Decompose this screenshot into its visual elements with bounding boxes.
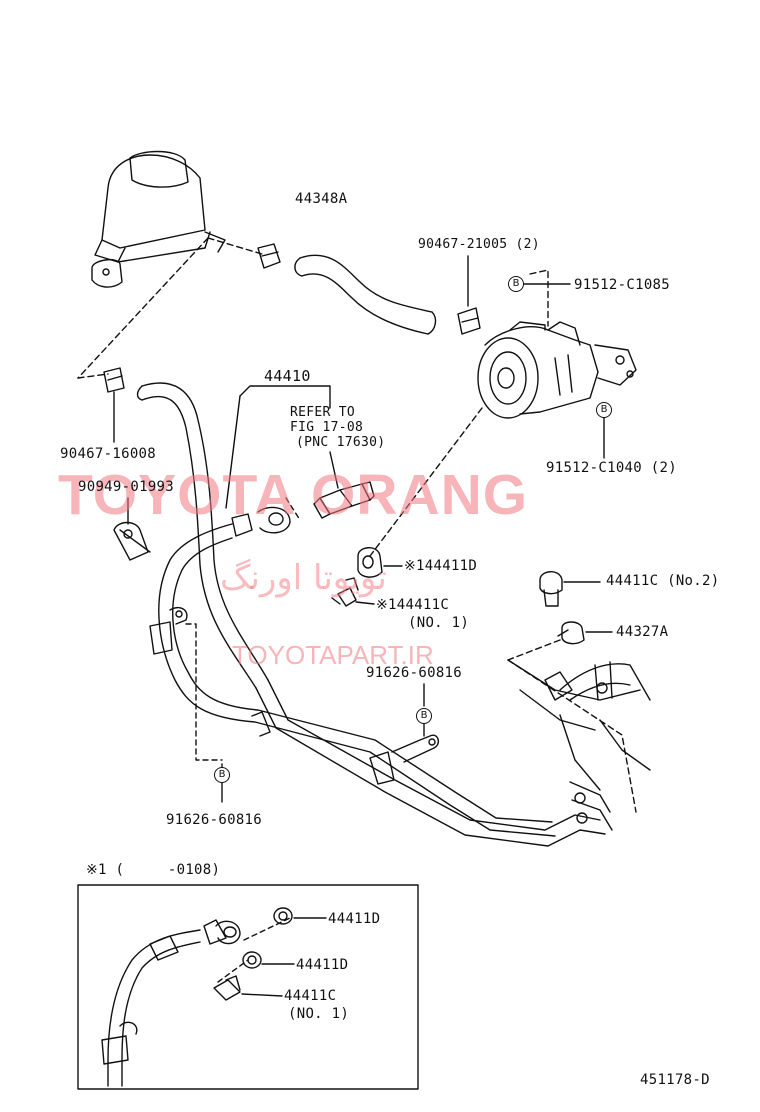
inset-union-bolt: [213, 975, 241, 1001]
inset-tube: [101, 919, 241, 1087]
label-inset-44411d-a: 44411D: [328, 911, 381, 927]
steering-gear: [507, 659, 651, 831]
union-bolt-44411c: [331, 577, 359, 607]
label-90467-16008: 90467-16008: [60, 446, 157, 462]
label-91626-top: 91626-60816: [366, 665, 463, 681]
inset-box: [77, 884, 419, 1090]
clip-90949: [113, 521, 151, 561]
figure-number: 451178-D: [640, 1072, 710, 1088]
inset-gasket-b: [242, 951, 262, 969]
label-inset-44411c: 44411C: [284, 988, 337, 1004]
reservoir-tank: [91, 150, 226, 288]
pressure-switch: [313, 481, 375, 519]
hose-clamp-pump: [457, 307, 481, 335]
pressure-tube: [149, 506, 556, 837]
bolt-badge-icon: B: [416, 708, 432, 724]
label-91626-bottom: 91626-60816: [166, 812, 263, 828]
bolt-badge-icon: B: [596, 402, 612, 418]
hose-44348a: [294, 254, 437, 335]
label-91512-c1085: 91512-C1085: [574, 277, 671, 293]
bolt-badge-icon: B: [214, 767, 230, 783]
hose-clamp-upper: [257, 243, 281, 269]
inset-header: ※1 ( -0108): [86, 862, 221, 878]
plug-44411c-no2: [539, 571, 563, 607]
gasket-44327a: [557, 621, 585, 645]
label-44411c-no2: 44411C (No.2): [606, 573, 720, 589]
bolt-badge-icon: B: [508, 276, 524, 292]
hose-clamp-lower: [103, 367, 125, 393]
watermark-persian: تویوتا اورنگ: [220, 558, 387, 598]
label-refer-line-3: (PNC 17630): [296, 435, 386, 450]
label-44411c-main-sub: (NO. 1): [408, 615, 470, 631]
label-44411d-main: ※144411D: [404, 558, 478, 574]
return-hose-44410: [136, 382, 606, 847]
label-44348a: 44348A: [295, 191, 348, 207]
label-refer-line-1: REFER TO: [290, 405, 356, 420]
label-44411c-main: ※144411C: [376, 597, 450, 613]
watermark-url: TOYOTAPART.IR: [232, 640, 434, 670]
power-steering-pump: [477, 321, 637, 419]
label-44327a: 44327A: [616, 624, 669, 640]
label-inset-44411d-b: 44411D: [296, 957, 349, 973]
inset-gasket-a: [273, 907, 293, 925]
label-44410: 44410: [264, 367, 311, 385]
label-91512-c1040: 91512-C1040 (2): [546, 460, 677, 476]
label-inset-44411c-sub: (NO. 1): [288, 1006, 350, 1022]
label-90949-01993: 90949-01993: [78, 479, 175, 495]
union-gasket-44411d: [357, 547, 383, 578]
label-refer-line-2: FIG 17-08: [290, 420, 364, 435]
watermark-brand: TOYOTA ORANG: [58, 463, 529, 527]
label-90467-21005: 90467-21005 (2): [418, 237, 540, 252]
tube-bracket: [391, 734, 440, 763]
